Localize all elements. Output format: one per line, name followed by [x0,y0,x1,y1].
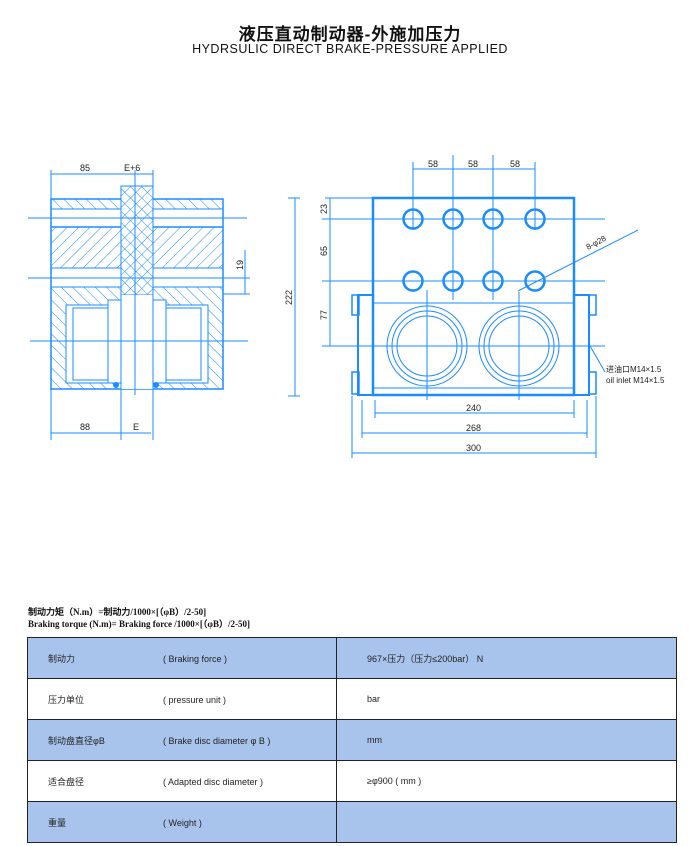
holes-label: 8-φ28 [585,234,608,252]
dim-300: 300 [466,443,481,453]
technical-drawing: 85 E+6 88 E 19 222 58 58 58 23 65 77 240… [28,155,665,458]
formula-cn: 制动力矩（N.m）=制动力/1000×[（φB）/2-50] [28,607,207,617]
dim-240: 240 [466,403,481,413]
dim-268: 268 [466,423,481,433]
page-title: 液压直动制动器-外施加压力 [238,25,462,44]
row-value: bar [336,678,677,720]
dim-23: 23 [319,204,329,214]
row-value: ≥φ900 ( mm ) [336,760,677,802]
dim-e-plus-6: E+6 [124,163,140,173]
row-value: 967×压力（压力≤200bar） N [336,637,677,679]
row-cn: 重量 [48,817,67,828]
dim-222: 222 [284,290,294,305]
table-row: 适合盘径 ( Adapted disc diameter ) ≥φ900 ( mm… [27,760,677,802]
row-en: ( Weight ) [163,817,202,828]
formula-en: Braking torque (N.m)= Braking force /100… [28,619,251,629]
dim-58-b: 58 [468,159,478,169]
row-cn: 适合盘径 [48,776,85,787]
row-en: ( pressure unit ) [163,694,227,705]
row-en: ( Brake disc diameter φ B ) [163,735,271,746]
front-view [322,155,639,458]
row-cn: 制动盘直径φB [48,735,105,746]
table-row: 压力单位 ( pressure unit ) bar [27,678,677,720]
dim-e: E [133,422,139,432]
spec-table: 制动力 ( Braking force ) 967×压力（压力≤200bar） N… [27,637,677,843]
row-cn: 压力单位 [48,694,85,705]
table-row: 制动力 ( Braking force ) 967×压力（压力≤200bar） N [27,637,677,679]
dim-85: 85 [80,163,90,173]
dim-19: 19 [235,260,245,270]
oil-inlet-en: oil inlet M14×1.5 [606,376,665,385]
table-row: 制动盘直径φB ( Brake disc diameter φ B ) mm [27,719,677,761]
page-subtitle: HYDRSULIC DIRECT BRAKE-PRESSURE APPLIED [192,42,508,56]
dim-65: 65 [319,246,329,256]
dim-58-a: 58 [428,159,438,169]
table-row: 重量 ( Weight ) [27,801,677,843]
dim-77: 77 [319,310,329,320]
row-en: ( Braking force ) [163,653,228,664]
dim-58-c: 58 [510,159,520,169]
row-value [336,801,677,843]
row-cn: 制动力 [48,653,76,664]
row-value: mm [336,719,677,761]
row-en: ( Adapted disc diameter ) [163,776,264,787]
side-section-view [28,170,300,440]
oil-inlet-cn: 进油口M14×1.5 [606,364,662,374]
dim-88: 88 [80,422,90,432]
